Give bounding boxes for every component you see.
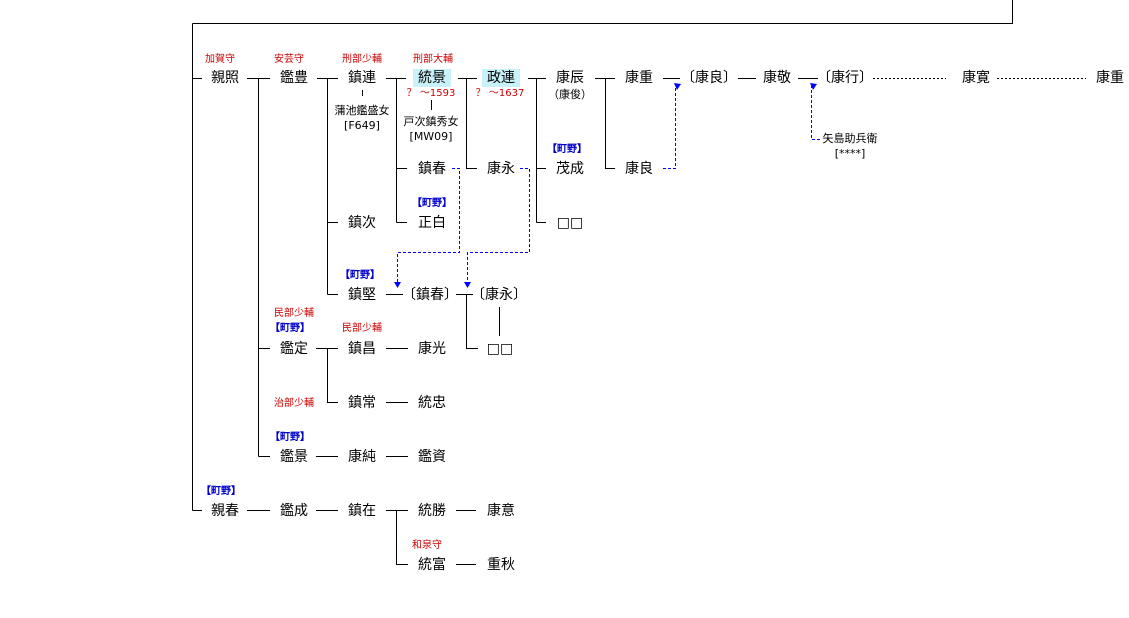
masatsura-to-yasunaga-line — [466, 78, 477, 169]
arrow-icon — [394, 282, 401, 288]
adoption-yasuyoshi — [663, 86, 676, 169]
person-node: 康純 — [348, 449, 376, 465]
branch-tag: 【町野】 — [270, 432, 310, 443]
title-label: 加賀守 — [205, 54, 235, 65]
line-to-munetomi — [396, 510, 408, 565]
branch-tag: 【町野】 — [412, 198, 452, 209]
spouse-name: 矢島助兵衛 — [822, 132, 878, 145]
person-node: 鎮連 — [348, 70, 376, 86]
person-node-highlighted: 統景 — [413, 69, 451, 87]
person-alias: （康俊） — [548, 88, 592, 101]
person-node: 統富 — [418, 557, 446, 573]
person-node: 康寛 — [962, 70, 990, 86]
person-node: 康永 — [487, 161, 515, 177]
person-node: 康敬 — [763, 70, 791, 86]
adoption-yasuyuki — [811, 86, 820, 140]
adoption-arrowheads — [394, 83, 817, 288]
title-label: 民部少輔 — [342, 323, 382, 334]
top-border-line — [192, 0, 1013, 24]
branch-tag: 【町野】 — [547, 144, 587, 155]
title-label: 民部少輔 — [274, 308, 314, 319]
arrow-icon — [810, 83, 817, 90]
person-node: 〔康良〕 — [681, 70, 737, 86]
person-node: 茂成 — [556, 161, 584, 177]
person-node: 鎮次 — [348, 215, 376, 231]
person-node: 〔康行〕 — [817, 70, 873, 86]
branch-tag: 【町野】 — [270, 323, 310, 334]
person-node: 鑑成 — [280, 503, 308, 519]
person-node: 鑑豊 — [280, 70, 308, 86]
branch-tag: 【町野】 — [201, 486, 241, 497]
person-node: 康良 — [625, 161, 653, 177]
person-node: 鎮常 — [348, 395, 376, 411]
person-node: 康光 — [418, 341, 446, 357]
person-node: 鎮春 — [418, 161, 446, 177]
lineage-lines — [192, 0, 1086, 565]
spouse-ref: [MW09] — [409, 130, 453, 143]
line-to-shigetsune — [327, 348, 338, 403]
person-node: 統忠 — [418, 395, 446, 411]
person-node: 鎮堅 — [348, 287, 376, 303]
person-node: 鎮在 — [348, 503, 376, 519]
arrow-icon — [464, 282, 471, 288]
title-label: 治部少輔 — [274, 398, 314, 409]
spouse-name: 蒲池鑑盛女 — [334, 104, 390, 117]
title-label: 安芸守 — [274, 54, 304, 65]
person-node: 康意 — [487, 503, 515, 519]
person-node: 鎮昌 — [348, 341, 376, 357]
adoption-lines — [397, 86, 820, 284]
person-node: 親春 — [211, 503, 239, 519]
person-node: 鑑景 — [280, 449, 308, 465]
title-label: 和泉守 — [412, 540, 442, 551]
person-node-highlighted: 政連 — [482, 69, 520, 87]
person-node: 康重 — [625, 70, 653, 86]
person-node: 鑑定 — [280, 341, 308, 357]
adoption-shigeharu — [397, 168, 460, 284]
spouse-ref: [****] — [834, 147, 866, 160]
person-node: 康重 — [1096, 70, 1124, 86]
title-label: 刑部大輔 — [413, 54, 453, 65]
adoption-yasunaga — [467, 168, 530, 284]
person-node: 〔鎮春〕 — [402, 287, 458, 303]
branch-tag: 【町野】 — [340, 270, 380, 281]
line-to-yasuyoshi — [605, 78, 615, 169]
person-node: 重秋 — [487, 557, 515, 573]
person-node: 〔康永〕 — [471, 287, 527, 303]
title-label: 刑部少輔 — [342, 54, 382, 65]
person-node: 正白 — [418, 215, 446, 231]
date-range: ？ 〜1593 — [406, 88, 456, 99]
arrow-icon — [674, 83, 681, 90]
spouse-name: 戸次鎮秀女 — [403, 115, 459, 128]
person-node: 鑑資 — [418, 449, 446, 465]
person-node: 康辰 — [556, 70, 584, 86]
line-to-unknown2 — [466, 294, 478, 349]
person-node: 統勝 — [418, 503, 446, 519]
spouse-ref: [F649] — [344, 119, 380, 132]
person-node: □□ — [486, 341, 514, 357]
person-node: □□ — [556, 215, 584, 231]
date-range: ？ 〜1637 — [475, 88, 525, 99]
person-node: 親照 — [211, 70, 239, 86]
